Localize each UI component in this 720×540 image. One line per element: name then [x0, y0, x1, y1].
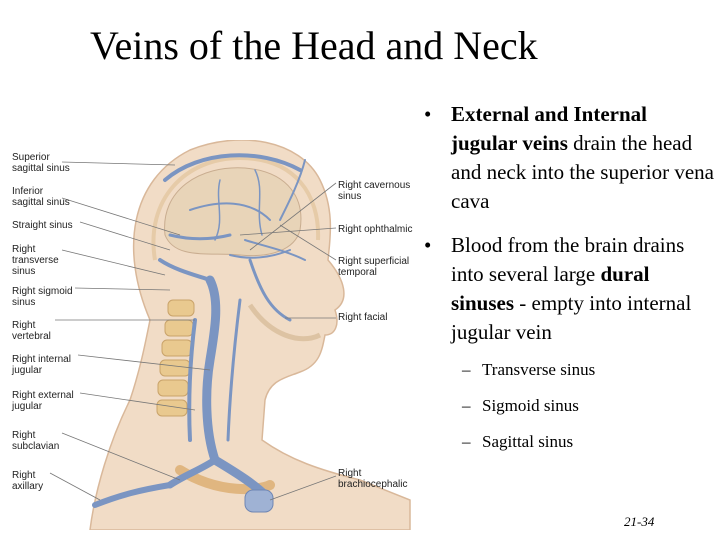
bullet-bold-text: dural sinuses: [451, 262, 650, 315]
veins: [92, 153, 306, 508]
skull-outline: [151, 155, 321, 261]
label-right-facial: Right facial: [338, 312, 388, 323]
mandible: [247, 303, 322, 342]
page-number: 21-34: [624, 514, 655, 529]
bullet-bold-text: External and Internal jugular veins: [451, 102, 648, 155]
dash-icon: –: [462, 360, 471, 379]
bullet-text: - empty into internal jugular vein: [451, 291, 692, 344]
sub-bullet-sagittal: –Sagittal sinus: [462, 432, 574, 451]
head-neck-drawing: [49, 140, 411, 530]
dash-icon: –: [462, 396, 471, 415]
leader-lines: [49, 161, 337, 501]
brain: [164, 167, 302, 257]
sub-bullet-sigmoid: –Sigmoid sinus: [462, 396, 579, 415]
bullet-dot-icon: •: [424, 102, 432, 126]
brachiocephalic-vessel: [244, 489, 274, 513]
bullet-text: drain the head and neck into the superio…: [451, 131, 714, 213]
bullet-dot-icon: •: [424, 233, 432, 257]
label-right-ophthalmic: Right ophthalmic: [338, 224, 413, 235]
sub-bullet-transverse: –Transverse sinus: [462, 360, 596, 379]
label-straight-sinus: Straight sinus: [12, 220, 73, 231]
bullet-text: Blood from the brain drains into several…: [451, 233, 685, 286]
slide-title: Veins of the Head and Neck: [90, 23, 538, 68]
dash-icon: –: [462, 432, 471, 451]
